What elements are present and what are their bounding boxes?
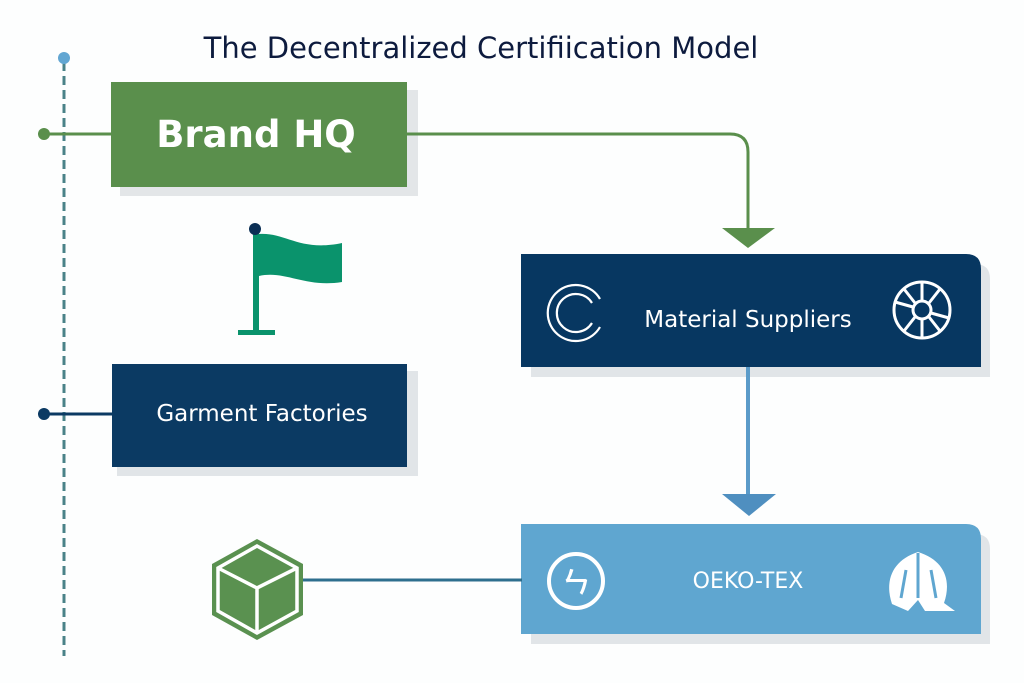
crown-logo-icon (889, 552, 955, 611)
cube-hexagon-icon (212, 539, 303, 640)
wheel-icon (892, 280, 952, 340)
c-ring-icon (546, 283, 601, 343)
material-suppliers-box (521, 254, 981, 367)
brand-hq-box (111, 82, 407, 187)
brand-to-suppliers-arrow (407, 132, 750, 232)
svg-text:ㄣ: ㄣ (562, 566, 590, 599)
garment-factories-label: Garment Factories (156, 401, 367, 427)
circle-glyph-icon: ㄣ (547, 552, 605, 610)
arrowhead-green (722, 228, 775, 248)
garment-connector-dot (38, 408, 50, 420)
oeko-tex-label: OEKO-TEX (693, 569, 804, 594)
brand-hq-label: Brand HQ (156, 113, 356, 156)
flag-icon (238, 223, 342, 335)
brand-connector-dot (38, 128, 50, 140)
oeko-tex-box (521, 524, 981, 634)
timeline-start-dot (58, 52, 70, 64)
garment-factories-box (112, 364, 407, 467)
material-suppliers-label: Material Suppliers (644, 307, 852, 333)
arrowhead-blue (722, 494, 776, 516)
diagram-title: The Decentralized Certifiication Model (203, 31, 759, 65)
